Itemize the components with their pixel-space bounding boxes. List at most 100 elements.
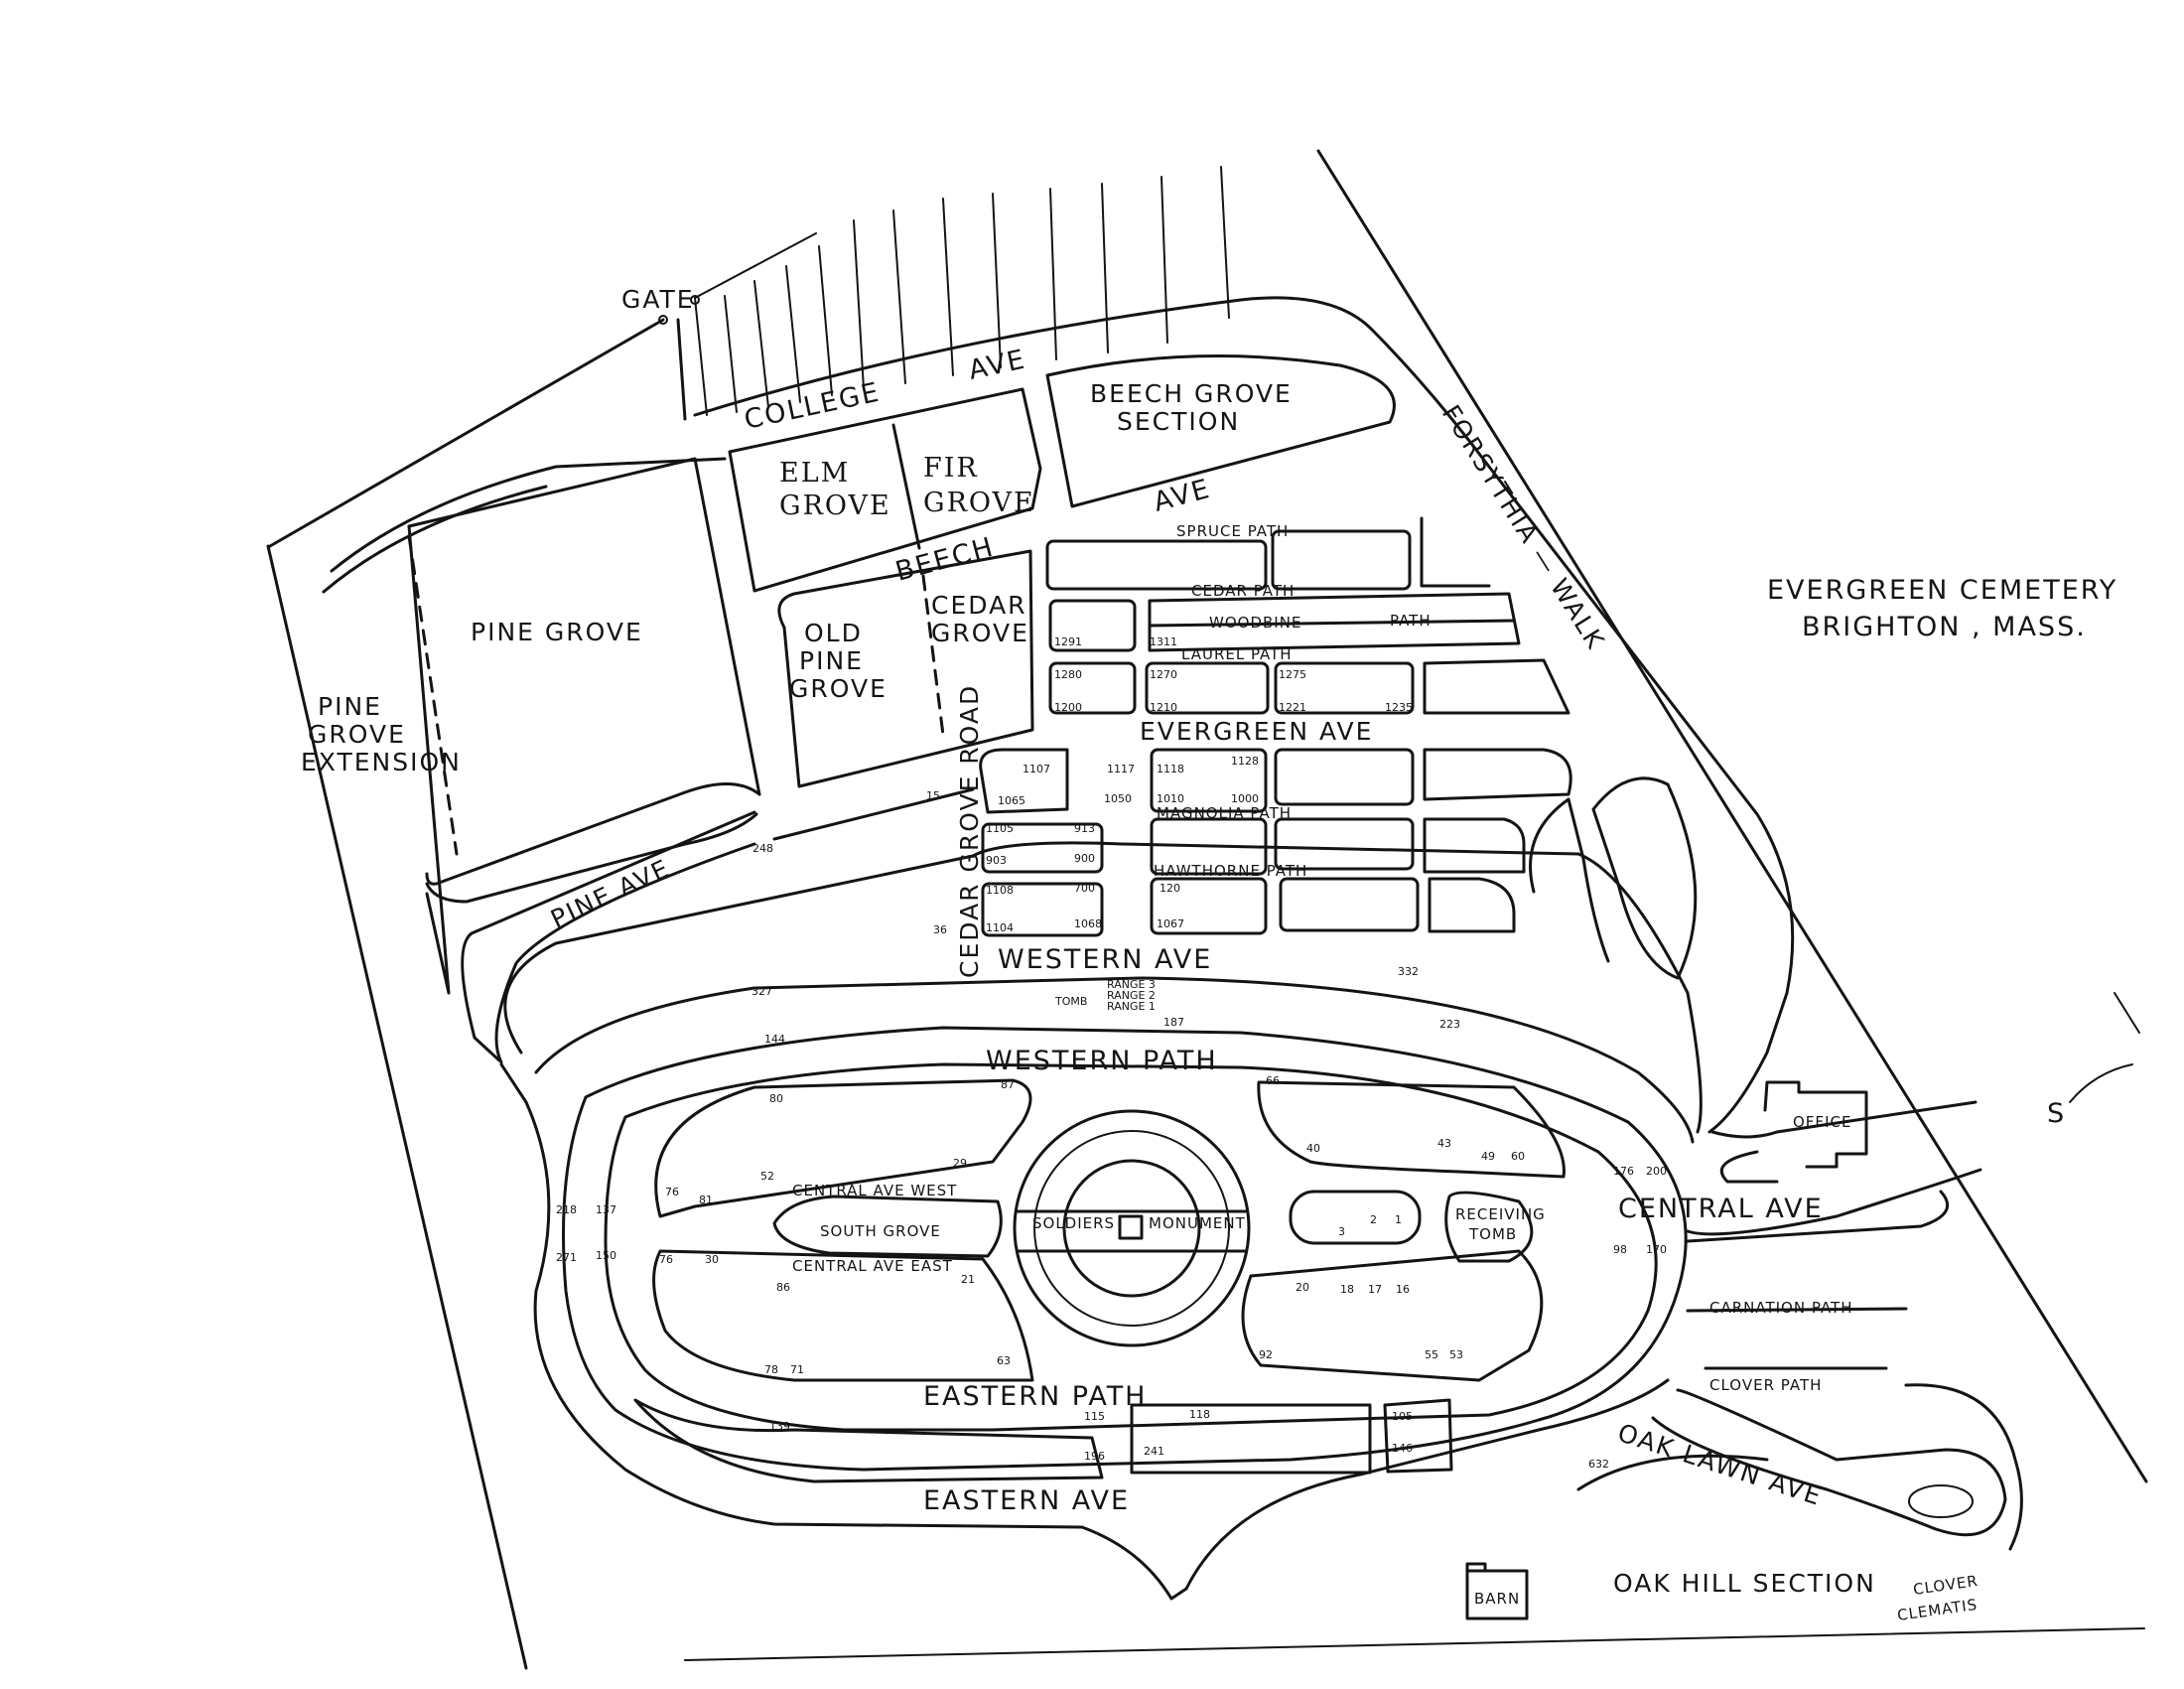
central-ave-north-edge xyxy=(1686,1168,1982,1236)
cedar-grove-label-1: CEDAR xyxy=(931,591,1027,620)
elm-grove-label-2: GROVE xyxy=(779,491,891,521)
lot-number: 15 xyxy=(926,789,940,802)
eastern-blocks xyxy=(633,1398,1453,1483)
college-ave-label-2: AVE xyxy=(966,344,1028,385)
lot-number: 49 xyxy=(1481,1150,1495,1163)
west-boundary-line xyxy=(266,544,528,1670)
gate-road-line xyxy=(676,318,687,421)
lot-number: 71 xyxy=(790,1363,804,1376)
soldiers-monument-circle xyxy=(1013,1109,1251,1347)
lot-number: 21 xyxy=(961,1273,975,1286)
lot-number: 144 xyxy=(764,1033,785,1046)
lot-number: 200 xyxy=(1646,1165,1667,1178)
hatch-line xyxy=(892,210,906,384)
inner-block-nw xyxy=(654,1078,1032,1218)
inner-block-sw xyxy=(652,1249,1034,1382)
lot-number: 40 xyxy=(1306,1142,1320,1155)
eastern-block-3 xyxy=(1383,1398,1453,1474)
cedar-grove-road-label: CEDAR GROVE ROAD xyxy=(955,684,984,978)
lot-number: 1067 xyxy=(1157,917,1184,930)
monument-crossroad xyxy=(1016,1209,1248,1253)
lot-number: 66 xyxy=(1266,1074,1280,1087)
central-ave-label: CENTRAL AVE xyxy=(1618,1194,1824,1224)
lot-number: 913 xyxy=(1074,822,1095,835)
receiving-tomb-label-1: RECEIVING xyxy=(1455,1205,1546,1223)
clover-path-label: CLOVER PATH xyxy=(1709,1376,1822,1394)
hatch-line xyxy=(753,280,769,408)
lot-number: 63 xyxy=(997,1354,1011,1367)
eastern-block-1 xyxy=(633,1398,1104,1483)
elm-fir-grove-block xyxy=(728,387,1042,593)
lot-number: 632 xyxy=(1588,1458,1609,1471)
pine-grove-ext-label-1: PINE xyxy=(318,692,382,721)
main-oval-roads xyxy=(499,841,1703,1601)
lot-number: 176 xyxy=(1613,1165,1634,1178)
hawthorne-path-label: HAWTHORNE PATH xyxy=(1154,862,1307,880)
western-ave-north-edge xyxy=(503,841,1703,1134)
northwest-boundary-line xyxy=(268,318,665,548)
old-pine-cedar-dashed-divider xyxy=(921,574,945,737)
woodbine-block-1 xyxy=(1048,599,1137,652)
hatch-line xyxy=(724,295,738,413)
barn-roof xyxy=(1465,1562,1487,1573)
hatched-strip xyxy=(694,166,1230,416)
hatch-line xyxy=(694,297,708,416)
oak-lawn-ave-loop xyxy=(1651,1388,2007,1537)
elm-grove-label-1: ELM xyxy=(779,458,850,489)
lot-number: 36 xyxy=(933,923,947,936)
crescent-block-1 xyxy=(1529,797,1610,963)
hatch-line xyxy=(942,198,954,376)
oak-hill-section-label: OAK HILL SECTION xyxy=(1613,1569,1876,1598)
monument-mid-circle xyxy=(1033,1130,1230,1327)
lot-number: 196 xyxy=(1084,1450,1105,1463)
pine-grove-block-bottom xyxy=(425,782,761,886)
lot-number: 1010 xyxy=(1157,792,1184,805)
beech-grove-label-1: BEECH GROVE xyxy=(1090,379,1293,408)
hawthorne-block-4 xyxy=(1423,817,1526,874)
beech-grove-label-2: SECTION xyxy=(1117,407,1240,436)
barn-building xyxy=(1465,1569,1529,1620)
lot-number: 1235 xyxy=(1385,701,1413,714)
woodbine-path-label: WOODBINE xyxy=(1209,614,1301,632)
old-pine-label-1: OLD xyxy=(804,619,863,647)
lot-number: 700 xyxy=(1074,882,1095,895)
lot-number: 1000 xyxy=(1231,792,1259,805)
laurel-block-3 xyxy=(1274,661,1415,715)
lot-number: 1104 xyxy=(986,921,1014,934)
lot-number: 1291 xyxy=(1054,635,1082,648)
laurel-block-4 xyxy=(1423,658,1570,715)
central-ave-south-edge xyxy=(1686,1190,1950,1243)
range-3-label: RANGE 3 xyxy=(1107,978,1156,991)
lot-number: 1200 xyxy=(1054,701,1082,714)
boundary-lines xyxy=(266,149,2148,1670)
inner-block-ne xyxy=(1257,1080,1566,1179)
lot-number: 92 xyxy=(1259,1348,1273,1361)
lot-number: 118 xyxy=(1189,1408,1210,1421)
pine-grove-inner-road xyxy=(322,485,548,594)
eastern-ave-label: EASTERN AVE xyxy=(923,1485,1130,1516)
beech-label: BEECH xyxy=(892,531,998,587)
lot-blocks xyxy=(979,516,1698,980)
forsythia-walk-label: FORSYTHIA — WALK xyxy=(1436,400,1611,655)
pine-grove-west-line xyxy=(407,524,451,995)
lot-number: 218 xyxy=(556,1203,577,1216)
western-path-outer xyxy=(562,1026,1688,1472)
spruce-block-3 xyxy=(1420,516,1491,588)
laurel-block-2 xyxy=(1145,661,1270,715)
lot-number: 52 xyxy=(760,1170,774,1183)
east-boundary-line xyxy=(1316,149,2148,1483)
lot-number: 1118 xyxy=(1157,763,1184,775)
western-ave-label: WESTERN AVE xyxy=(998,944,1212,975)
eastern-block-2 xyxy=(1130,1403,1372,1475)
lot-number: 76 xyxy=(665,1186,679,1198)
old-pine-label-2: PINE xyxy=(799,646,864,675)
old-pine-cedar-grove-block xyxy=(777,549,1034,788)
lot-number: 1108 xyxy=(986,884,1014,897)
pine-grove-label: PINE GROVE xyxy=(471,618,643,646)
lot-number: 146 xyxy=(1392,1442,1413,1455)
gate-label: GATE xyxy=(621,285,695,314)
central-ave-west-label: CENTRAL AVE WEST xyxy=(792,1182,957,1199)
lot-number: 241 xyxy=(1144,1445,1164,1458)
oak-lawn-outer xyxy=(1904,1383,2023,1551)
